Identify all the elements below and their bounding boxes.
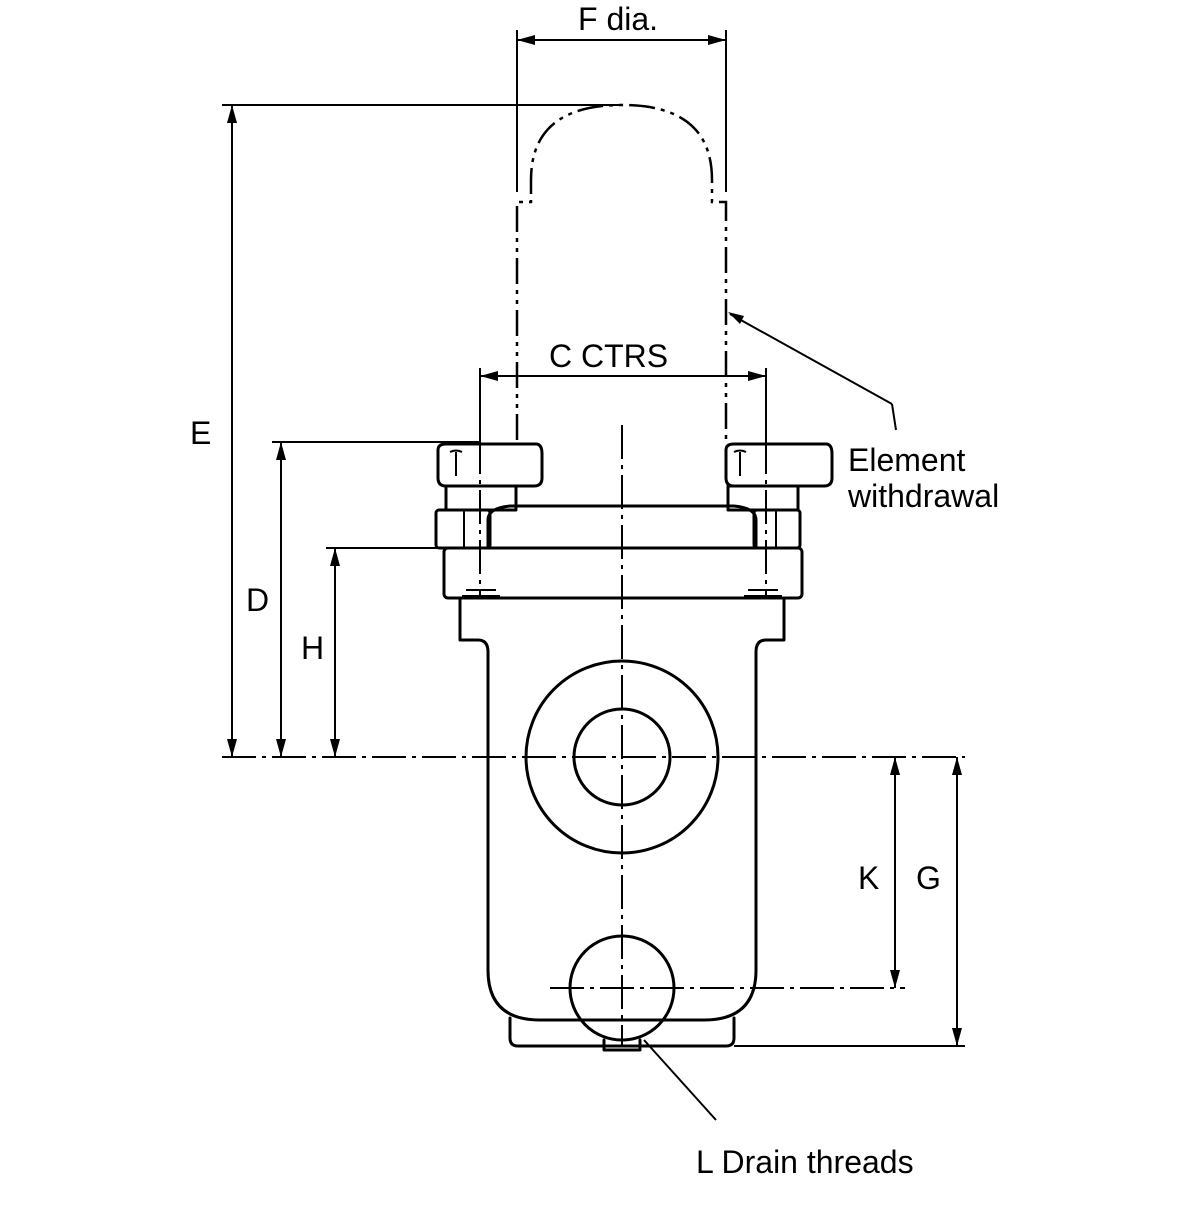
e-dimension [222, 104, 622, 757]
drain-leader [643, 1039, 717, 1121]
c-ctrs-dimension [479, 368, 767, 440]
c-ctrs-label: C CTRS [549, 338, 669, 374]
e-label: E [190, 415, 212, 451]
element-withdrawal-label: Element withdrawal [848, 442, 999, 514]
drain-port [550, 934, 905, 1052]
left-clamp-bolt [434, 442, 544, 597]
g-dimension [734, 757, 965, 1047]
element-withdrawal-line2: withdrawal [848, 478, 1000, 514]
element-leader [728, 312, 897, 431]
f-dia-label: F dia. [578, 1, 659, 37]
k-dimension [890, 757, 900, 988]
f-dia-dimension [516, 30, 727, 192]
strainer-body [458, 596, 786, 1048]
g-label: G [916, 860, 941, 896]
h-label: H [301, 630, 325, 666]
d-label: D [246, 582, 270, 618]
inlet-port [524, 659, 720, 855]
element-withdrawal-line1: Element [848, 442, 966, 478]
element-withdrawal-phantom [515, 103, 728, 440]
h-dimension [326, 547, 438, 757]
k-label: K [858, 860, 880, 896]
drain-threads-label: L Drain threads [696, 1144, 914, 1180]
right-clamp-bolt [724, 442, 834, 597]
d-dimension [272, 441, 480, 757]
